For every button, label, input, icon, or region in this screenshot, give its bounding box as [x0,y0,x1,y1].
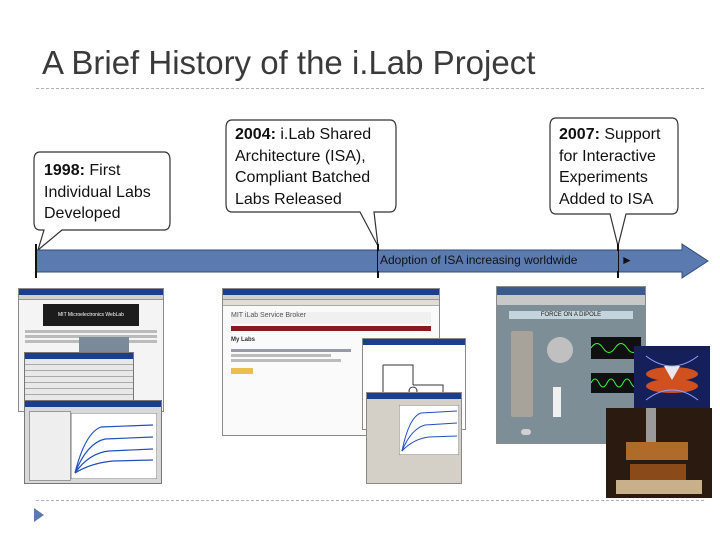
play-arrow-icon: ► [621,253,633,267]
graph-window [24,400,162,484]
callout-line: i.Lab Shared [280,126,372,143]
callout-line: Architecture (ISA), [235,147,366,165]
broker-header: MIT iLab Service Broker [231,312,431,324]
window-menubar [19,295,163,300]
scope-display-1 [590,337,641,359]
callout-year: 2004: [235,126,276,143]
callout-year: 1998: [44,162,85,179]
callout-line: Experiments [559,169,648,186]
callout-2007: 2007: Support for Interactive Experiment… [559,124,679,210]
callout-bubble-2004 [225,119,397,247]
footer-divider [36,500,704,501]
slide-title: A Brief History of the i.Lab Project [42,44,536,81]
title-divider [36,88,704,89]
callout-2004: 2004: i.Lab Shared Architecture (ISA), C… [235,124,395,210]
meter-bar [553,387,561,417]
iv-curve-plot [71,413,157,479]
results-window [366,392,462,484]
callout-line: Compliant Batched [235,169,371,186]
callout-year: 2007: [559,126,600,143]
callout-line: Developed [44,205,121,222]
callout-line: First [89,162,121,179]
toggle-switch [521,429,531,435]
callout-1998: 1998: First Individual Labs Developed [44,160,168,225]
callout-bubble-2007 [549,117,679,247]
coil-apparatus-photo [606,408,712,498]
dipole-heading: FORCE ON A DIPOLE [509,311,633,319]
callout-line: Individual Labs [44,183,151,201]
callout-line: Added to ISA [559,190,654,208]
adoption-band [378,251,618,271]
results-plot [399,405,459,455]
window-titlebar [19,289,163,295]
callout-line: for Interactive [559,147,656,165]
launch-lab-button [231,368,253,374]
footer-bullet-icon [34,508,44,522]
dial-control [547,337,573,363]
dipole-field-photo [634,346,710,408]
scope-display-2 [590,373,641,393]
magnet-column [511,331,533,417]
callout-line: Labs Released [235,190,342,208]
my-labs-heading: My Labs [231,337,256,343]
weblab-banner: MIT Microelectronics WebLab [43,304,139,326]
callout-line: Support [604,126,661,143]
callout-bubble-1998 [33,151,171,252]
adoption-label: Adoption of ISA increasing worldwide [380,253,578,267]
